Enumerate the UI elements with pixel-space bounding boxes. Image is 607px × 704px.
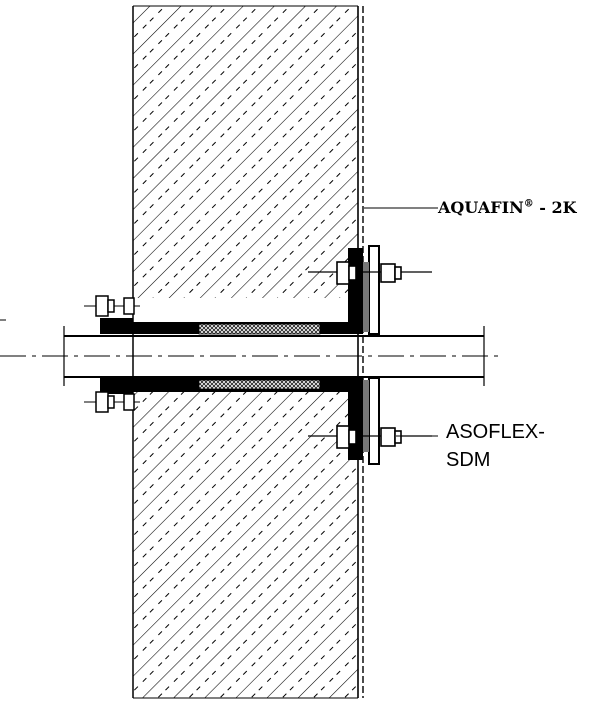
sleeve-upper <box>100 248 363 334</box>
clamp-bolt-left-upper <box>84 295 140 317</box>
sleeve-lower <box>100 378 363 460</box>
seal-label: ASOFLEX- SDM <box>446 418 545 474</box>
bolt-right-upper <box>308 261 432 285</box>
seal-label-line1: ASOFLEX- <box>446 421 545 443</box>
concrete-wall-lower <box>133 386 358 698</box>
coating-label-name: AQUAFIN <box>438 198 524 217</box>
coating-label-suffix: - 2K <box>533 198 577 217</box>
coating-label: AQUAFIN® - 2K <box>438 198 577 217</box>
seal-strip-upper <box>198 323 321 335</box>
clamp-flange-upper <box>368 245 380 335</box>
flange-gasket-lower <box>363 380 369 452</box>
clamp-flange-lower <box>368 377 380 465</box>
seal-label-line2: SDM <box>446 449 491 471</box>
concrete-wall-upper <box>133 6 358 298</box>
seal-strip-lower <box>198 379 321 390</box>
clamp-bolt-left-lower <box>84 391 140 413</box>
registered-mark: ® <box>523 198 534 210</box>
flange-gasket-upper <box>363 262 369 332</box>
